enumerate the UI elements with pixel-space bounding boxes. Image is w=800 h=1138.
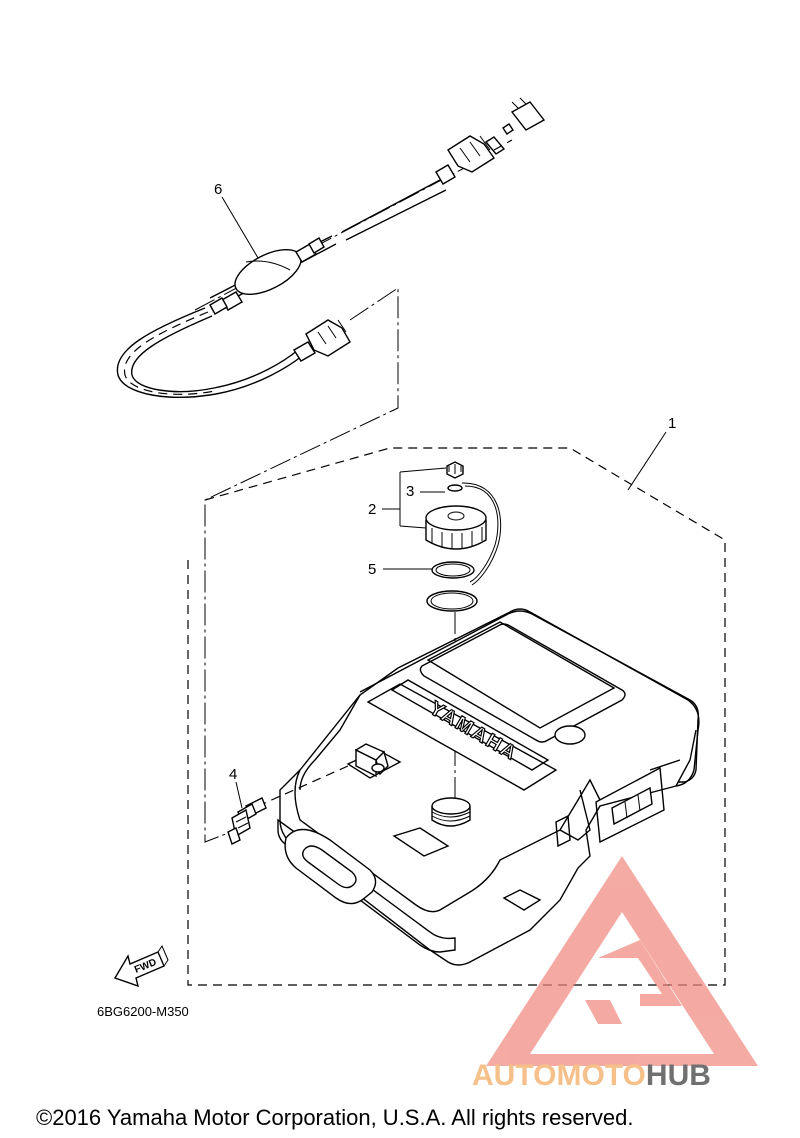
engine-fitting [510, 101, 546, 131]
seal-ring [426, 590, 478, 612]
fuel-hose-assembly [116, 97, 546, 843]
callout-3: 3 [406, 483, 414, 500]
gasket [431, 561, 475, 579]
automotohub-watermark: AUTOMOTOHUB [472, 1059, 711, 1092]
tank-fitting-mount [346, 743, 402, 779]
automotohub-logo-mark [486, 856, 758, 1066]
tank-connector-fitting [227, 797, 267, 845]
watermark-part1: AUTOMOTO [472, 1059, 646, 1092]
primer-bulb [234, 249, 302, 295]
callout-2: 2 [368, 501, 376, 518]
callout-4: 4 [229, 766, 237, 783]
callout-6: 6 [214, 181, 222, 198]
engine-connector [447, 135, 495, 173]
diagram-code: 6BG6200-M350 [97, 1004, 189, 1019]
callout-leaders [221, 196, 667, 809]
gauge-window [554, 725, 586, 745]
brand-band [366, 683, 558, 791]
fuel-tank: YAMAHA [257, 608, 700, 966]
callout-1: 1 [668, 415, 676, 432]
filler-neck [431, 797, 471, 827]
small-o-ring [447, 484, 463, 492]
copyright-text: ©2016 Yamaha Motor Corporation, U.S.A. A… [36, 1105, 633, 1130]
tank-region-outline [187, 447, 726, 986]
callout-5: 5 [368, 561, 376, 578]
fwd-arrow: FWD [113, 944, 169, 988]
side-window [611, 786, 653, 826]
tank-side-connector [305, 319, 351, 357]
watermark-part2: HUB [646, 1059, 711, 1092]
